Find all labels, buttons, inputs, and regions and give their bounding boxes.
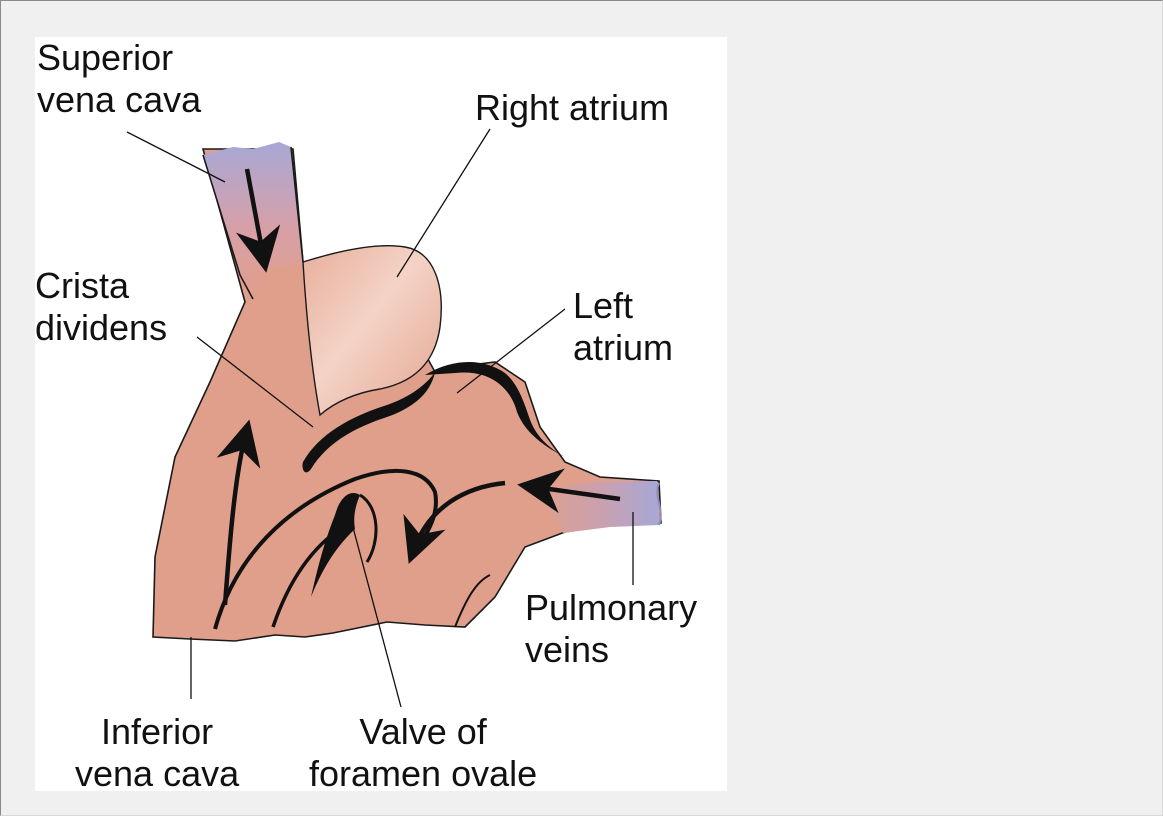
label-valve-of-foramen-ovale: Valve of foramen ovale bbox=[309, 711, 537, 791]
label-right-atrium: Right atrium bbox=[475, 87, 669, 129]
label-left-atrium: Left atrium bbox=[573, 285, 673, 369]
label-inferior-vena-cava: Inferior vena cava bbox=[75, 711, 239, 791]
heart-diagram-svg bbox=[35, 37, 727, 791]
label-pulmonary-veins: Pulmonary veins bbox=[525, 587, 697, 671]
label-crista-dividens: Crista dividens bbox=[35, 265, 167, 349]
leader-right-atrium bbox=[397, 129, 490, 277]
diagram-image: Superior vena cava Right atrium Crista d… bbox=[35, 37, 727, 791]
label-superior-vena-cava: Superior vena cava bbox=[37, 37, 201, 121]
